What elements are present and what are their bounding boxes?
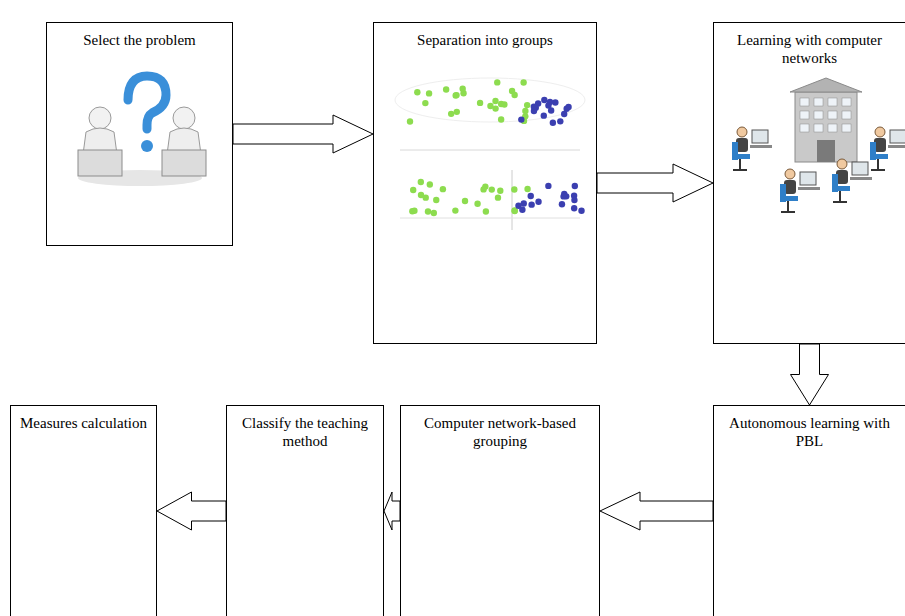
block-arrow (157, 492, 226, 530)
box-label: Learning with computer networks (720, 31, 899, 67)
process-box: Select the problem (46, 22, 233, 246)
box-label: Classify the teaching method (233, 414, 377, 450)
process-box: Computer network-based grouping (400, 405, 600, 616)
process-box: Classify the teaching method (226, 405, 384, 616)
block-arrow (791, 344, 829, 405)
box-label: Select the problem (53, 31, 226, 49)
process-box: Separation into groups (373, 22, 597, 344)
block-arrow (597, 164, 713, 202)
scatter-illustration (395, 78, 585, 230)
block-arrow (384, 492, 400, 530)
block-arrow (233, 115, 373, 153)
box-label: Measures calculation (17, 414, 150, 432)
process-box: Measures calculation (10, 405, 157, 616)
block-arrow (600, 492, 713, 530)
box-label: Separation into groups (380, 31, 590, 49)
question-illustration (78, 76, 206, 186)
process-box: Autonomous learning with PBL (713, 405, 905, 616)
box-label: Computer network-based grouping (407, 414, 593, 450)
box-label: Autonomous learning with PBL (720, 414, 899, 450)
network-illustration (732, 78, 905, 212)
process-box: Learning with computer networks (713, 22, 905, 344)
